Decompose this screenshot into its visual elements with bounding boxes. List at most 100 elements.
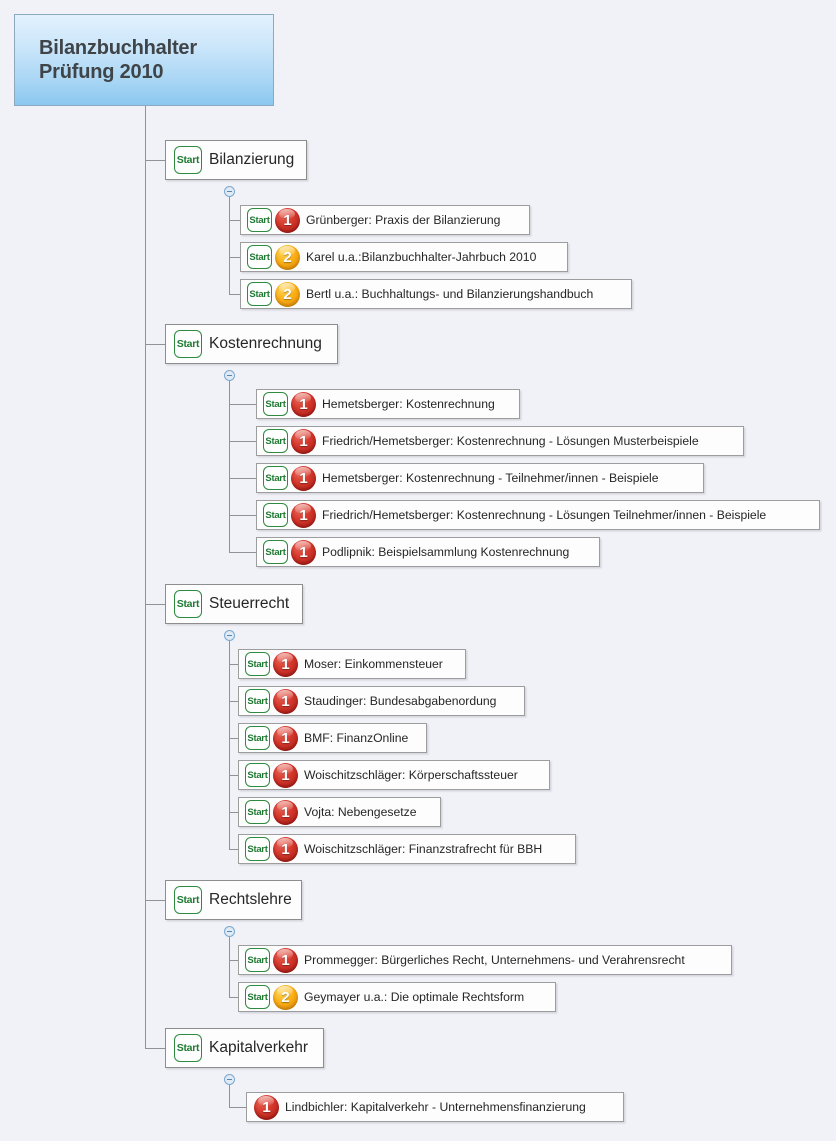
connector-root-to-branch [145, 160, 165, 161]
start-icon[interactable]: Start [247, 245, 272, 269]
start-icon[interactable]: Start [263, 466, 288, 490]
priority-1-icon[interactable]: 1 [273, 651, 298, 677]
branch-node-label: Kapitalverkehr [209, 1039, 309, 1056]
branch-node-label: Steuerrecht [209, 595, 290, 612]
start-icon[interactable]: Start [245, 763, 270, 787]
priority-1-icon[interactable]: 1 [291, 391, 316, 417]
start-icon[interactable]: Start [263, 429, 288, 453]
branch-node-bilanzierung[interactable]: Start Bilanzierung [165, 140, 307, 180]
priority-1-icon[interactable]: 1 [291, 465, 316, 491]
connector-root-to-branch [145, 344, 165, 345]
priority-1-icon[interactable]: 1 [273, 762, 298, 788]
leaf-node-label: Woischitzschläger: Finanzstrafrecht für … [304, 842, 543, 856]
branch-node-label: Bilanzierung [209, 151, 295, 168]
collapse-minus-icon[interactable] [224, 186, 235, 197]
priority-1-icon[interactable]: 1 [273, 799, 298, 825]
start-icon[interactable]: Start [245, 837, 270, 861]
collapse-minus-icon[interactable] [224, 926, 235, 937]
start-icon[interactable]: Start [245, 689, 270, 713]
collapse-minus-icon[interactable] [224, 1074, 235, 1085]
collapse-minus-bar [227, 375, 232, 376]
start-icon[interactable]: Start [263, 503, 288, 527]
priority-1-icon[interactable]: 1 [273, 947, 298, 973]
priority-1-icon[interactable]: 1 [275, 207, 300, 233]
start-icon[interactable]: Start [245, 948, 270, 972]
start-icon[interactable]: Start [263, 392, 288, 416]
connector-branch-to-leaf [229, 997, 238, 998]
connector-branch-to-leaf [229, 552, 256, 553]
start-icon[interactable]: Start [174, 146, 202, 174]
branch-spine [229, 381, 230, 552]
leaf-node-label: Bertl u.a.: Buchhaltungs- und Bilanzieru… [306, 287, 594, 301]
leaf-node-label: Staudinger: Bundesabgabenordung [304, 694, 497, 708]
branch-node-steuerrecht[interactable]: Start Steuerrecht [165, 584, 303, 624]
priority-1-icon[interactable]: 1 [291, 502, 316, 528]
start-icon[interactable]: Start [245, 652, 270, 676]
branch-spine [229, 937, 230, 997]
collapse-minus-icon[interactable] [224, 370, 235, 381]
collapse-minus-bar [227, 931, 232, 932]
leaf-node-label: Lindbichler: Kapitalverkehr - Unternehme… [285, 1100, 586, 1114]
start-icon[interactable]: Start [245, 985, 270, 1009]
connector-branch-to-leaf [229, 849, 238, 850]
start-icon[interactable]: Start [263, 540, 288, 564]
branch-node-kapitalverkehr[interactable]: Start Kapitalverkehr [165, 1028, 324, 1068]
leaf-node-label: Grünberger: Praxis der Bilanzierung [306, 213, 501, 227]
priority-1-icon[interactable]: 1 [273, 836, 298, 862]
leaf-node-label: Prommegger: Bürgerliches Recht, Unterneh… [304, 953, 685, 967]
priority-1-icon[interactable]: 1 [291, 539, 316, 565]
connector-root-to-branch [145, 900, 165, 901]
priority-1-icon[interactable]: 1 [291, 428, 316, 454]
start-icon[interactable]: Start [247, 208, 272, 232]
start-icon[interactable]: Start [247, 282, 272, 306]
start-icon[interactable]: Start [174, 1034, 202, 1062]
connector-branch-to-leaf [229, 738, 238, 739]
priority-2-icon[interactable]: 2 [275, 244, 300, 270]
priority-2-icon[interactable]: 2 [275, 281, 300, 307]
priority-1-icon[interactable]: 1 [273, 725, 298, 751]
connector-branch-to-leaf [229, 257, 240, 258]
leaf-node[interactable]: 1 Lindbichler: Kapitalverkehr - Unternehm… [246, 1092, 624, 1122]
start-icon[interactable]: Start [174, 886, 202, 914]
connector-branch-to-leaf [229, 775, 238, 776]
collapse-minus-bar [227, 1079, 232, 1080]
collapse-minus-icon[interactable] [224, 630, 235, 641]
connector-branch-to-leaf [229, 812, 238, 813]
connector-branch-to-leaf [229, 960, 238, 961]
connector-branch-to-leaf [229, 404, 256, 405]
start-icon[interactable]: Start [245, 800, 270, 824]
start-icon[interactable]: Start [174, 330, 202, 358]
root-node[interactable]: Bilanzbuchhalter Prüfung 2010 [14, 14, 274, 106]
leaf-node-label: Karel u.a.:Bilanzbuchhalter-Jahrbuch 201… [306, 250, 537, 264]
leaf-node-label: Podlipnik: Beispielsammlung Kostenrechnu… [322, 545, 570, 559]
leaf-node-label: Woischitzschläger: Körperschaftssteuer [304, 768, 518, 782]
priority-2-icon[interactable]: 2 [273, 984, 298, 1010]
leaf-node-label: Vojta: Nebengesetze [304, 805, 417, 819]
connector-branch-to-leaf [229, 478, 256, 479]
priority-1-icon[interactable]: 1 [273, 688, 298, 714]
branch-spine [229, 641, 230, 849]
priority-1-icon[interactable]: 1 [254, 1094, 279, 1120]
start-icon[interactable]: Start [245, 726, 270, 750]
leaf-node-label: Geymayer u.a.: Die optimale Rechtsform [304, 990, 525, 1004]
start-icon[interactable]: Start [174, 590, 202, 618]
connector-root-to-branch [145, 604, 165, 605]
